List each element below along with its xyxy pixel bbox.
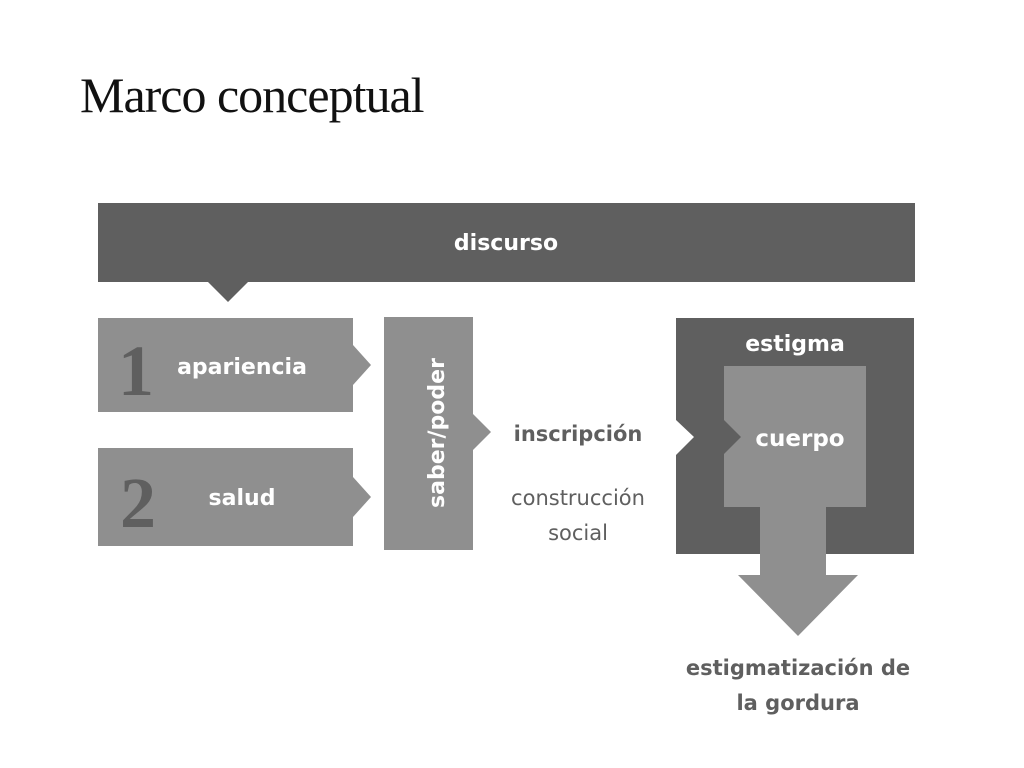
number-2: 2	[120, 463, 156, 543]
discurso-label: discurso	[454, 231, 558, 256]
construccion-line1: construcción	[511, 486, 645, 510]
inscripcion-label: inscripción	[514, 422, 643, 446]
construccion-line2: social	[548, 521, 608, 545]
salud-box: 2 salud	[98, 448, 371, 546]
apariencia-box: 1 apariencia	[98, 318, 371, 412]
apariencia-label: apariencia	[177, 355, 307, 380]
result-line2: la gordura	[736, 691, 859, 715]
slide-title: Marco conceptual	[80, 67, 425, 123]
cuerpo-box: cuerpo	[724, 366, 866, 636]
cuerpo-label: cuerpo	[755, 426, 844, 452]
estigma-label: estigma	[745, 332, 845, 357]
discurso-banner: discurso	[98, 203, 915, 302]
saber-poder-box: saber/poder	[384, 317, 491, 550]
salud-label: salud	[209, 486, 276, 511]
saber-poder-label: saber/poder	[425, 358, 450, 508]
result-line1: estigmatización de	[686, 656, 910, 680]
number-1: 1	[118, 331, 154, 411]
